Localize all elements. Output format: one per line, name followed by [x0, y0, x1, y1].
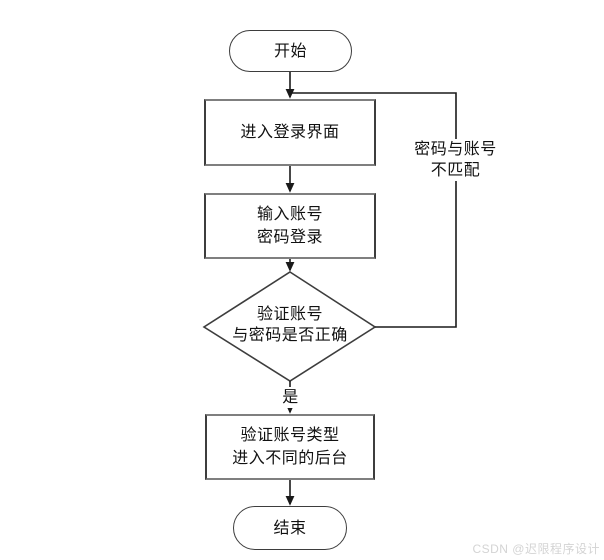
watermark: CSDN @迟限程序设计	[472, 542, 600, 556]
decision-diamond-label: 验证账号 与密码是否正确	[210, 304, 370, 346]
decision-line1: 验证账号	[256, 306, 323, 323]
yes-edge-label: 是	[281, 387, 300, 408]
end-label: 结束	[273, 519, 307, 537]
end-terminator: 结束	[233, 506, 347, 550]
input-account-line2: 密码登录	[256, 229, 323, 246]
enter-login-label: 进入登录界面	[240, 124, 340, 141]
mismatch-line2: 不匹配	[430, 162, 481, 179]
verify-type-line2: 进入不同的后台	[232, 450, 348, 467]
start-label: 开始	[273, 42, 307, 60]
connector-mismatch-feedback-loop	[291, 92, 457, 328]
enter-login-process: 进入登录界面	[204, 99, 376, 166]
input-account-line1: 输入账号	[256, 206, 323, 223]
verify-type-process: 验证账号类型 进入不同的后台	[205, 414, 375, 480]
start-terminator: 开始	[229, 30, 352, 72]
mismatch-line1: 密码与账号	[414, 141, 497, 158]
input-account-process: 输入账号 密码登录	[204, 193, 376, 259]
decision-line2: 与密码是否正确	[232, 327, 348, 344]
verify-type-line1: 验证账号类型	[240, 427, 340, 444]
mismatch-edge-label: 密码与账号 不匹配	[413, 139, 498, 181]
